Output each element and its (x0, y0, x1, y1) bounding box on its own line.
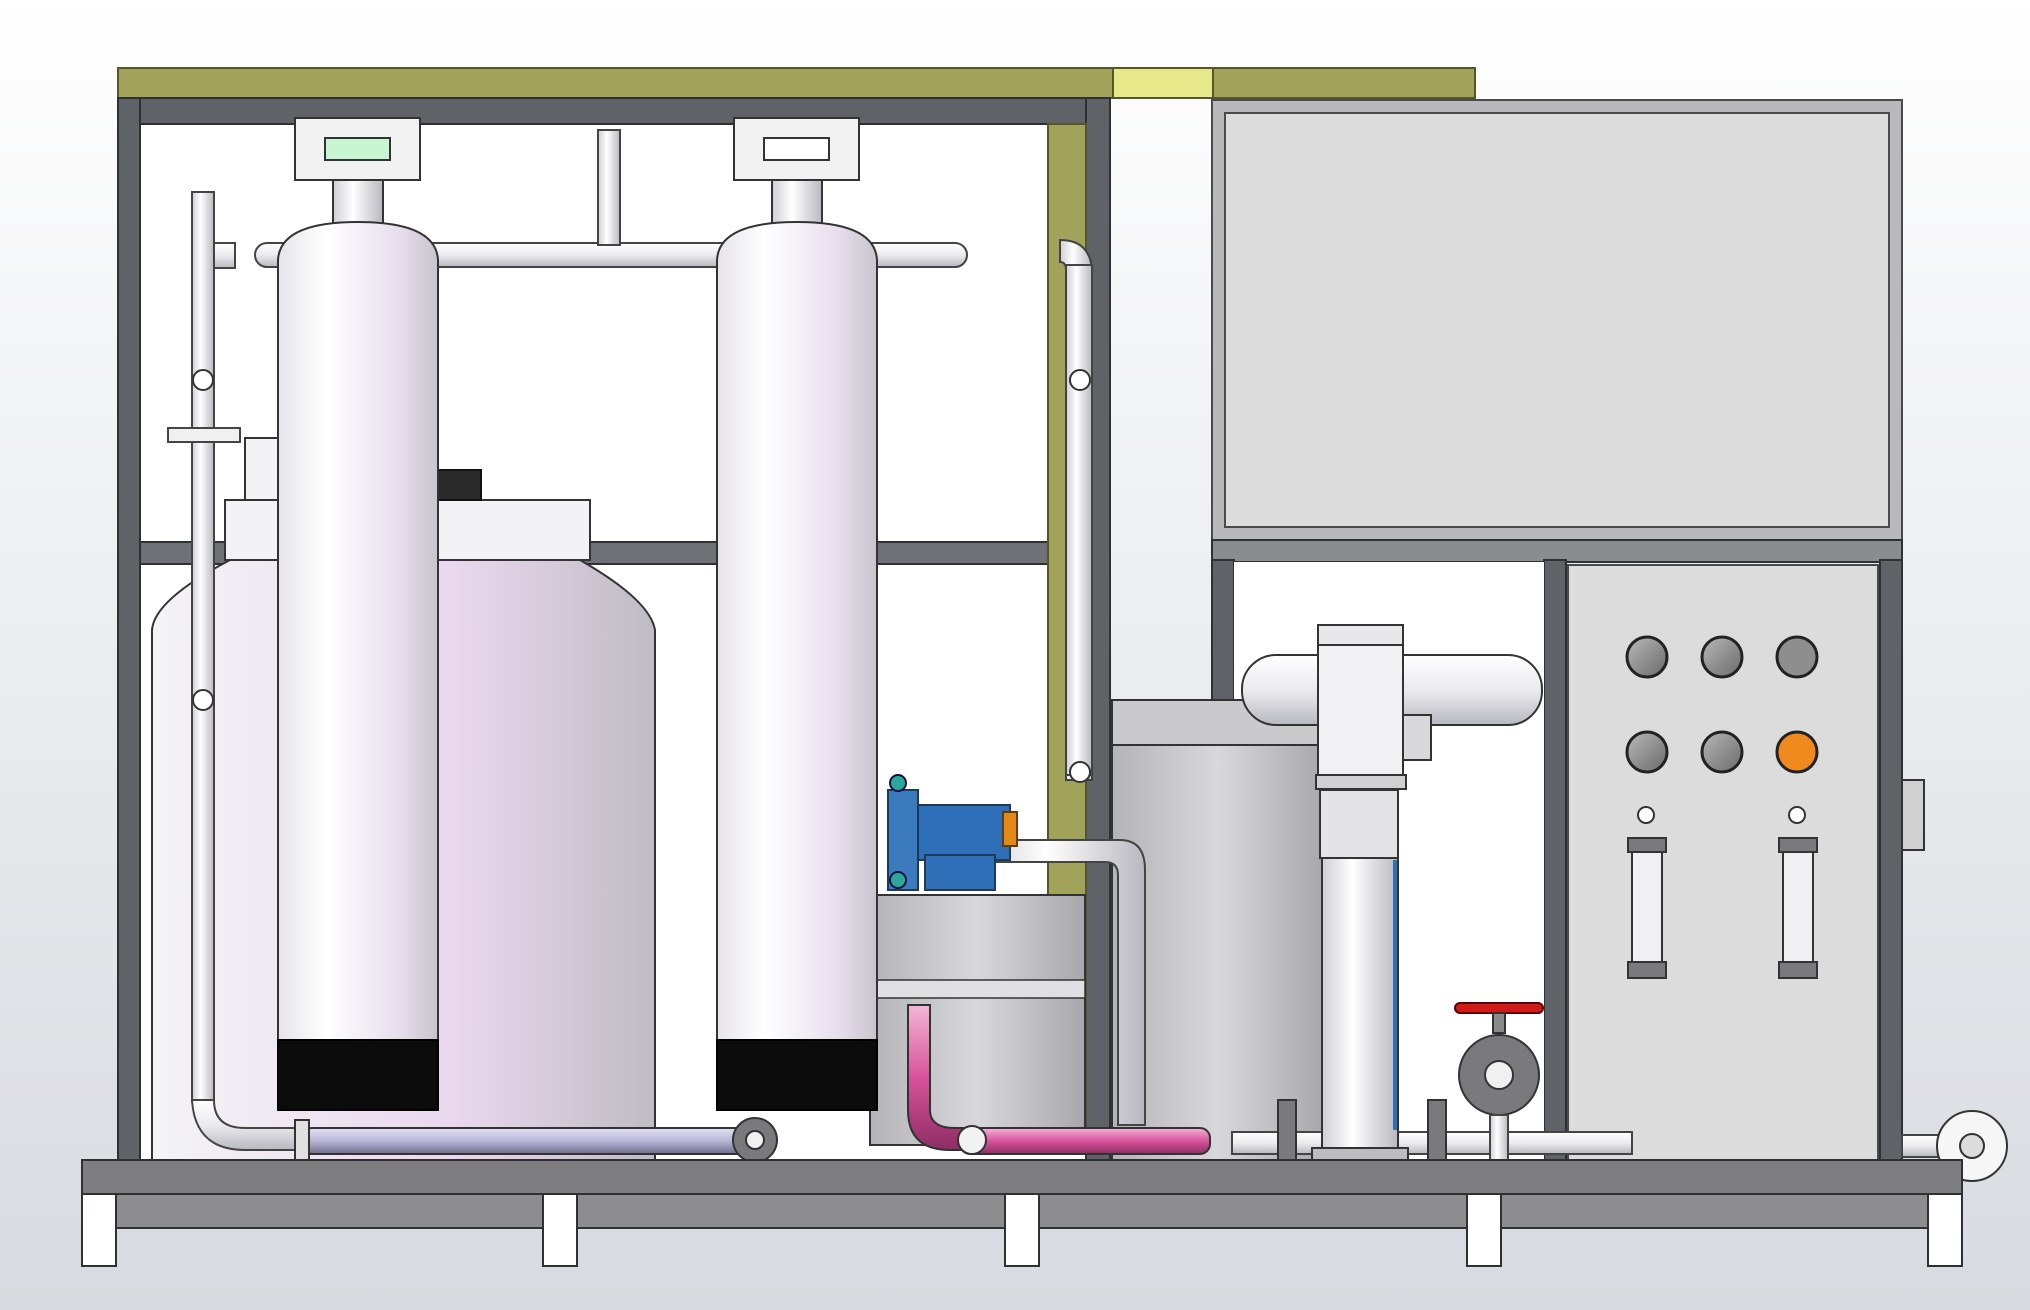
skid-foot-1 (81, 1193, 117, 1267)
tank-base-2 (716, 1039, 878, 1111)
flowmeter-2 (1782, 837, 1814, 979)
flowmeter-2-top-knob (1788, 806, 1806, 824)
storage-tank-black-cap (436, 469, 482, 501)
side-outlet-bracket (1901, 779, 1925, 851)
cabinet-right-post (1879, 559, 1903, 1161)
dosing-tank-band (869, 979, 1086, 999)
flowmeter-2-cap-top (1778, 837, 1818, 853)
center-piping (979, 238, 1146, 1126)
pump-blue-tie-rod (1393, 860, 1397, 1130)
rear-grey-tank-body (1111, 699, 1325, 1161)
pump-stage-column (1319, 789, 1399, 859)
pressure-gauge-1 (1625, 635, 1669, 679)
cabinet-top-panel (1224, 112, 1890, 528)
skid-foot-2 (542, 1193, 578, 1267)
pipe-flange-bottom-left (294, 1119, 310, 1163)
rear-grey-tank (1111, 699, 1325, 1161)
skid-foot-3 (1004, 1193, 1040, 1267)
pressure-gauge-3 (1775, 635, 1819, 679)
valve-handwheel (1454, 1002, 1544, 1014)
booster-pump (1241, 624, 1543, 1163)
frame-top-rail (117, 97, 1111, 125)
purple-pipe (299, 1127, 761, 1155)
vertical-pipe-left (191, 191, 215, 1103)
pump-cylinder (1321, 857, 1399, 1149)
flowmeter-1 (1631, 837, 1663, 979)
control-panel-instruments (1625, 635, 1819, 979)
outlet-flange-hole (1959, 1133, 1985, 1159)
tank-body-1 (277, 220, 439, 1041)
flowmeter-1-top-knob (1637, 806, 1655, 824)
pressure-gauge-4 (1625, 730, 1669, 774)
top-beam-light (1112, 67, 1214, 99)
softener-tank-2 (716, 117, 878, 1111)
skid-foot-4 (1466, 1193, 1502, 1267)
dosing-pump (887, 774, 1018, 891)
motor-junction-box (1402, 714, 1432, 761)
pump-base (924, 854, 996, 891)
flowmeter-2-cap-bottom (1778, 961, 1818, 979)
pipe-flange-left (167, 427, 241, 443)
cabinet-mid-post (1543, 559, 1567, 1161)
valve-pipe-down (1489, 1114, 1509, 1161)
skid-top-rail (81, 1159, 1963, 1195)
u-pipe-to-dosing (979, 839, 1146, 1126)
tank-base-1 (277, 1039, 439, 1111)
pump-fitting-bottom (889, 871, 907, 889)
top-beam-olive (117, 67, 1114, 99)
storage-tank-cap (244, 437, 282, 501)
base-skid (81, 1159, 1963, 1267)
neck-2 (771, 179, 823, 226)
pump-fitting-top (889, 774, 907, 792)
flowmeter-1-cap-top (1627, 837, 1667, 853)
motor-flange (1315, 774, 1407, 790)
valve-stem (1492, 1012, 1506, 1034)
flange-right-2 (1427, 1099, 1447, 1161)
pipe-valve-knob-1 (192, 369, 214, 391)
magenta-pipe (959, 1127, 1211, 1155)
display-screen-2 (763, 137, 830, 161)
pressure-gauge-5 (1700, 730, 1744, 774)
cabinet-lower-frame (1211, 539, 1903, 563)
tank-body-2 (716, 220, 878, 1041)
motor-top (1317, 624, 1404, 646)
neck-1 (332, 179, 384, 226)
pump-motor (917, 804, 1011, 861)
indicator-light-orange (1775, 730, 1819, 774)
pressure-gauge-2 (1700, 635, 1744, 679)
vertical-pipe-center-lower (1065, 264, 1093, 776)
header-riser (597, 129, 621, 246)
softener-tank-1 (277, 117, 439, 1111)
valve-bore (1484, 1060, 1514, 1090)
flange-right-1 (1277, 1099, 1297, 1161)
pump-orange-cap (1002, 811, 1018, 847)
frame-left-post (117, 97, 141, 1161)
flowmeter-1-cap-bottom (1627, 961, 1667, 979)
magenta-pipe-joint (957, 1125, 987, 1155)
pipe-valve-knob-2 (192, 689, 214, 711)
center-pipe-knob-1 (1069, 369, 1091, 391)
dosing-tank-body (869, 894, 1086, 1146)
display-screen-1 (324, 137, 391, 161)
manual-valve (1454, 1002, 1544, 1161)
header-left-bend (213, 242, 236, 269)
motor-body (1317, 644, 1404, 776)
center-pipe-knob-2 (1069, 761, 1091, 783)
dosing-tank (869, 894, 1086, 1146)
skid-foot-5 (1927, 1193, 1963, 1267)
top-beam-right (1212, 67, 1476, 99)
pipe-flange-bottom-mid-hole (745, 1130, 765, 1150)
